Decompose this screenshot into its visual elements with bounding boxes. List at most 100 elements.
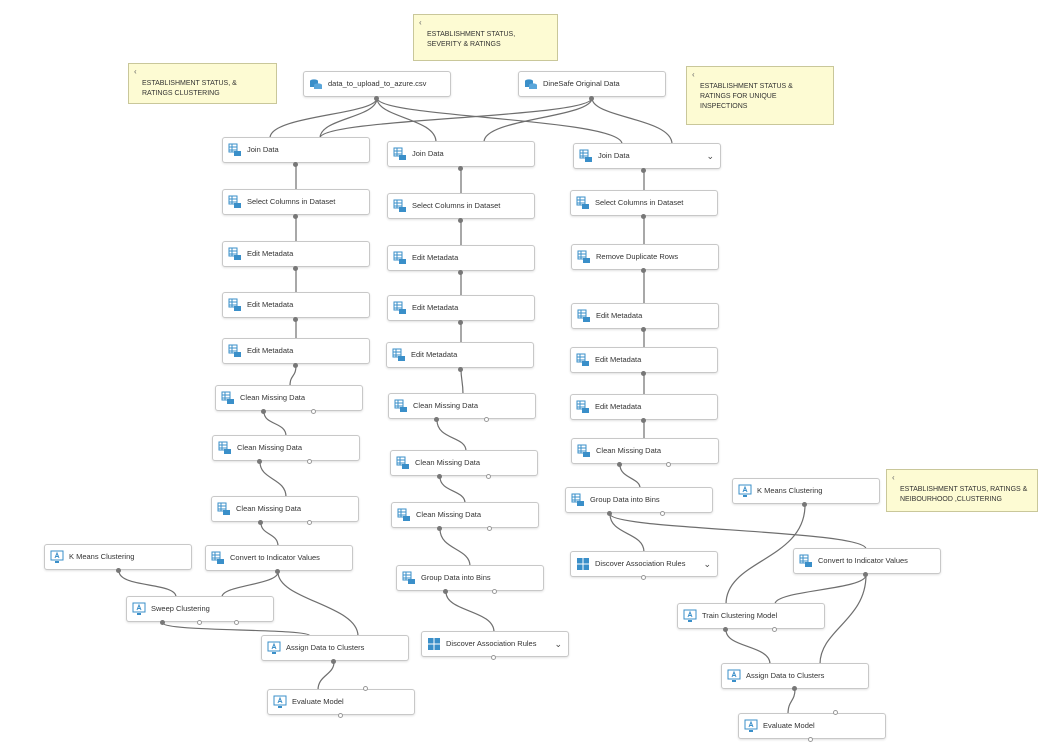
output-port[interactable] [808, 737, 813, 742]
output-port[interactable] [257, 459, 262, 464]
module-node-edit-metadata[interactable]: Edit Metadata [570, 394, 718, 420]
output-port[interactable] [833, 710, 838, 715]
output-port[interactable] [443, 589, 448, 594]
output-port[interactable] [374, 96, 379, 101]
output-port[interactable] [491, 655, 496, 660]
collapse-caret-icon[interactable]: ‹ [692, 70, 695, 79]
module-node-join-data[interactable]: Join Data [387, 141, 535, 167]
module-node-group-bins[interactable]: Group Data into Bins [396, 565, 544, 591]
dataset-node[interactable]: DineSafe Original Data [518, 71, 666, 97]
module-node-edit-metadata[interactable]: Edit Metadata [222, 338, 370, 364]
output-port[interactable] [641, 268, 646, 273]
output-port[interactable] [458, 218, 463, 223]
output-port[interactable] [641, 575, 646, 580]
output-port[interactable] [437, 474, 442, 479]
module-node-select-columns[interactable]: Select Columns in Dataset [570, 190, 718, 216]
module-node-edit-metadata[interactable]: Edit Metadata [222, 292, 370, 318]
module-node-clean-missing-data[interactable]: Clean Missing Data [390, 450, 538, 476]
module-node-edit-metadata[interactable]: Edit Metadata [386, 342, 534, 368]
collapse-caret-icon[interactable]: ‹ [419, 18, 422, 27]
output-port[interactable] [802, 502, 807, 507]
output-port[interactable] [293, 266, 298, 271]
module-node-clean-missing-data[interactable]: Clean Missing Data [388, 393, 536, 419]
output-port[interactable] [363, 686, 368, 691]
output-port[interactable] [458, 166, 463, 171]
output-port[interactable] [293, 214, 298, 219]
module-node-edit-metadata[interactable]: Edit Metadata [222, 241, 370, 267]
output-port[interactable] [641, 327, 646, 332]
output-port[interactable] [307, 520, 312, 525]
output-port[interactable] [607, 511, 612, 516]
output-port[interactable] [641, 168, 646, 173]
output-port[interactable] [484, 417, 489, 422]
output-port[interactable] [338, 713, 343, 718]
module-node-convert-indicator[interactable]: Convert to Indicator Values [205, 545, 353, 571]
output-port[interactable] [434, 417, 439, 422]
module-node-kmeans[interactable]: K Means Clustering [732, 478, 880, 504]
module-node-kmeans[interactable]: K Means Clustering [44, 544, 192, 570]
output-port[interactable] [458, 320, 463, 325]
chevron-down-icon[interactable]: ⌄ [706, 151, 714, 161]
output-port[interactable] [293, 363, 298, 368]
output-port[interactable] [197, 620, 202, 625]
module-node-join-data[interactable]: Join Data⌄ [573, 143, 721, 169]
module-node-assign-clusters[interactable]: Assign Data to Clusters [721, 663, 869, 689]
module-node-edit-metadata[interactable]: Edit Metadata [387, 295, 535, 321]
output-port[interactable] [492, 589, 497, 594]
output-port[interactable] [641, 418, 646, 423]
output-port[interactable] [234, 620, 239, 625]
module-node-association-rules[interactable]: Discover Association Rules⌄ [570, 551, 718, 577]
module-node-remove-duplicates[interactable]: Remove Duplicate Rows [571, 244, 719, 270]
chevron-down-icon[interactable]: ⌄ [703, 559, 711, 569]
output-port[interactable] [331, 659, 336, 664]
module-node-train-clustering[interactable]: Train Clustering Model [677, 603, 825, 629]
chevron-down-icon[interactable]: ⌄ [554, 639, 562, 649]
comment-note[interactable]: ‹ ESTABLISHMENT STATUS & RATINGS FOR UNI… [686, 66, 834, 125]
output-port[interactable] [666, 462, 671, 467]
module-node-select-columns[interactable]: Select Columns in Dataset [387, 193, 535, 219]
comment-note[interactable]: ‹ ESTABLISHMENT STATUS, SEVERITY & RATIN… [413, 14, 558, 61]
module-node-edit-metadata[interactable]: Edit Metadata [571, 303, 719, 329]
output-port[interactable] [486, 474, 491, 479]
module-node-clean-missing-data[interactable]: Clean Missing Data [215, 385, 363, 411]
module-node-select-columns[interactable]: Select Columns in Dataset [222, 189, 370, 215]
output-port[interactable] [293, 162, 298, 167]
module-node-sweep-clustering[interactable]: Sweep Clustering [126, 596, 274, 622]
output-port[interactable] [311, 409, 316, 414]
module-node-assign-clusters[interactable]: Assign Data to Clusters [261, 635, 409, 661]
output-port[interactable] [723, 627, 728, 632]
module-node-group-bins[interactable]: Group Data into Bins [565, 487, 713, 513]
collapse-caret-icon[interactable]: ‹ [892, 473, 895, 482]
output-port[interactable] [293, 317, 298, 322]
output-port[interactable] [160, 620, 165, 625]
module-node-evaluate-model[interactable]: Evaluate Model [267, 689, 415, 715]
module-node-edit-metadata[interactable]: Edit Metadata [387, 245, 535, 271]
output-port[interactable] [641, 371, 646, 376]
output-port[interactable] [261, 409, 266, 414]
collapse-caret-icon[interactable]: ‹ [134, 67, 137, 76]
module-node-join-data[interactable]: Join Data [222, 137, 370, 163]
output-port[interactable] [437, 526, 442, 531]
output-port[interactable] [863, 572, 868, 577]
output-port[interactable] [458, 270, 463, 275]
dataset-node[interactable]: data_to_upload_to_azure.csv [303, 71, 451, 97]
module-node-clean-missing-data[interactable]: Clean Missing Data [571, 438, 719, 464]
module-node-edit-metadata[interactable]: Edit Metadata [570, 347, 718, 373]
output-port[interactable] [617, 462, 622, 467]
output-port[interactable] [458, 367, 463, 372]
comment-note[interactable]: ‹ ESTABLISHMENT STATUS, RATINGS & NEIBOU… [886, 469, 1038, 512]
output-port[interactable] [116, 568, 121, 573]
output-port[interactable] [275, 569, 280, 574]
output-port[interactable] [641, 214, 646, 219]
output-port[interactable] [589, 96, 594, 101]
comment-note[interactable]: ‹ ESTABLISHMENT STATUS, & RATINGS CLUSTE… [128, 63, 277, 104]
output-port[interactable] [772, 627, 777, 632]
output-port[interactable] [487, 526, 492, 531]
module-node-clean-missing-data[interactable]: Clean Missing Data [212, 435, 360, 461]
module-node-association-rules[interactable]: Discover Association Rules⌄ [421, 631, 569, 657]
output-port[interactable] [792, 686, 797, 691]
output-port[interactable] [307, 459, 312, 464]
output-port[interactable] [660, 511, 665, 516]
output-port[interactable] [258, 520, 263, 525]
